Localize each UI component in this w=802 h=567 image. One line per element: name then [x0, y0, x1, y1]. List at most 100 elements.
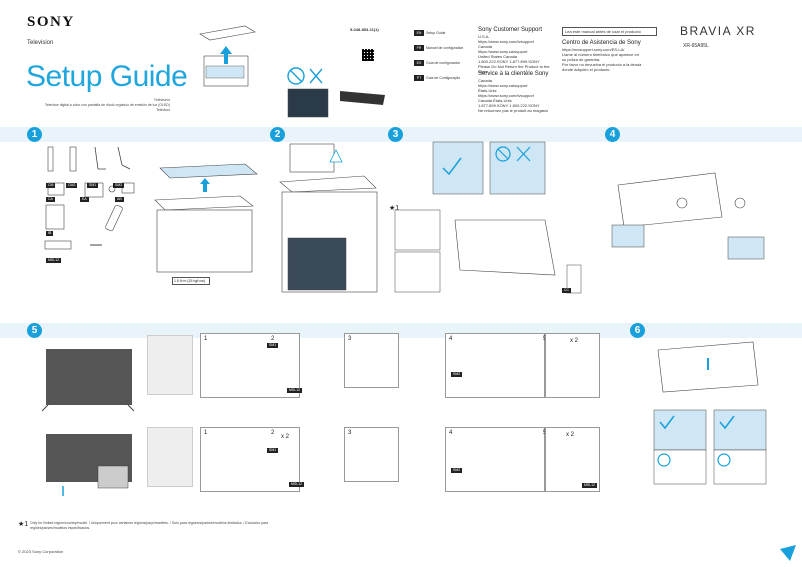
- support-line: Por favor no devuelva el producto a la t…: [562, 62, 642, 67]
- support-line: su póliza de garantía.: [562, 57, 601, 62]
- support-phone: 1.877.899.SONY 1.800.222.SONY: [478, 103, 540, 108]
- tv-stand-illustration-a: [41, 349, 135, 412]
- copyright: © 2023 Sony Corporation: [18, 549, 64, 554]
- support-url[interactable]: https://www.sony.com/tvsupport: [478, 93, 534, 98]
- brand-logo: SONY: [27, 14, 75, 30]
- language-code: EN: [414, 30, 424, 36]
- support-url[interactable]: https://www.sony.ca/support: [478, 83, 528, 88]
- part-label-sm2: SM2: [113, 183, 125, 188]
- footnote-marker: ★1: [18, 521, 29, 528]
- step3-lay-down-illustration: [394, 141, 582, 294]
- language-name: Guía de configuración: [426, 61, 461, 65]
- parts-illustration: [44, 146, 135, 250]
- support-line: donde adquirió el producto.: [562, 67, 611, 72]
- substep-label: 5: [543, 336, 546, 342]
- step1-box-illustration: [154, 163, 258, 273]
- substep-label: 4: [449, 336, 453, 342]
- part-label-cm: CM: [46, 183, 56, 188]
- step6-stand-up-illustration: [653, 341, 767, 485]
- model-number: XR-65A95L: [683, 43, 709, 49]
- support-line: Ne retournez pas le produit au magasin: [478, 108, 549, 113]
- step5-panel-a4: 4 5 SM2: [445, 333, 546, 398]
- subtitle-block: Téléviseur Televisor digital a color con…: [20, 98, 170, 113]
- steps-band-bottom: [0, 323, 802, 338]
- support-line: Llame al número telefónico que aparece e…: [562, 52, 639, 57]
- doc-number: 5-048-853-11(1): [350, 27, 379, 32]
- part-label-cc: CC: [562, 288, 572, 293]
- substep-label: 1: [204, 336, 208, 342]
- step5-panel-b4: 4 5 SM2: [445, 427, 546, 492]
- subtitle-es: Televisor digital a color con pantalla d…: [44, 103, 170, 107]
- part-label-sm2: SM2: [451, 372, 463, 377]
- support-url[interactable]: https://mxsupport.sony.com/ES-LA/: [562, 47, 625, 52]
- part-label-msl12: MSL12: [582, 483, 598, 488]
- step5-detail-a0: [147, 335, 193, 395]
- screw-count: x 2: [570, 338, 579, 344]
- support-url[interactable]: https://www.sony.com/tvsupport: [478, 39, 534, 44]
- support-line: Please Do Not Return the Product to the …: [478, 64, 550, 74]
- support-en: Sony Customer Support U.S.A. https://www…: [478, 27, 558, 74]
- substep-label: 5: [543, 430, 546, 436]
- step5-panel-b1: 1 2 x 2 SM1 MSL12: [200, 427, 305, 492]
- torque-spec: 1.5 N·m {15 kgf·cm}: [172, 277, 210, 285]
- step2-unbox-illustration: [279, 143, 378, 293]
- step-number-1: 1: [27, 127, 42, 142]
- footnote-text: Only for limited region/country/model. /…: [30, 521, 269, 530]
- substep-label: 4: [449, 430, 453, 436]
- support-line: U.S.A.: [478, 34, 490, 39]
- support-line: États-Unis: [478, 88, 497, 93]
- language-code: PT: [414, 75, 424, 81]
- step-number-5: 5: [27, 323, 42, 338]
- language-code: FR: [414, 45, 424, 51]
- substep-label: 3: [348, 430, 352, 436]
- substep-label: 2: [271, 336, 275, 342]
- box-lift-illustration: [199, 25, 256, 87]
- corner-mark-icon: [780, 545, 796, 561]
- footnote-marker: ★1: [389, 205, 400, 212]
- support-line: Canada: [478, 44, 493, 49]
- qr-code: [362, 49, 374, 61]
- screw-count: x 2: [566, 432, 575, 438]
- step5-panel-b3: 3: [344, 427, 399, 482]
- support-url[interactable]: https://www.sony.ca/support: [478, 49, 528, 54]
- language-name: Manuel de configuration: [426, 46, 464, 50]
- step5-panel-a1: 1 2 SM1 MSL12: [200, 333, 303, 398]
- support-line: Canada: [478, 78, 493, 83]
- substep-label: 1: [204, 430, 208, 436]
- part-label-ka: KA: [80, 197, 89, 202]
- support-phone: 1.800.222.SONY 1.877.899.SONY: [478, 59, 540, 64]
- substep-label: 2: [271, 430, 275, 436]
- product-type: Television: [27, 40, 54, 46]
- part-label-ab: AB: [115, 197, 124, 202]
- step5-panel-a3: 3: [344, 333, 399, 388]
- support-es: Lea este manual antes de usar el product…: [562, 27, 657, 72]
- support-line: Canada États-Unis: [478, 98, 512, 103]
- read-manual-notice: Lea este manual antes de usar el product…: [562, 27, 657, 36]
- step4-carry-illustration: [611, 172, 765, 260]
- step-number-6: 6: [630, 323, 645, 338]
- part-label-sm1: SM1: [267, 448, 279, 453]
- language-name: Setup Guide: [426, 31, 446, 35]
- part-label-msl12: MSL12: [46, 258, 62, 263]
- subtitle-fr: Téléviseur: [153, 98, 170, 102]
- support-es-heading: Centro de Asistencia de Sony: [562, 40, 641, 46]
- support-en-heading: Sony Customer Support: [478, 27, 543, 33]
- series-logo: BRAVIA XR: [680, 24, 756, 38]
- handling-warning-illustration: [287, 67, 385, 118]
- support-fr-heading: Service à la clientèle Sony: [478, 71, 549, 77]
- part-label-ca: CA: [46, 197, 55, 202]
- page-title: Setup Guide: [26, 60, 188, 93]
- part-label-msl12: MSL12: [287, 388, 303, 393]
- part-label-sm2: SM2: [451, 468, 463, 473]
- part-label-sm1: SM1: [267, 343, 279, 348]
- support-line: United States Canada: [478, 54, 518, 59]
- step-number-3: 3: [388, 127, 403, 142]
- step-number-4: 4: [605, 127, 620, 142]
- part-label-msl12: MSL12: [289, 482, 305, 487]
- tv-stand-illustration-b: [46, 434, 132, 496]
- part-label-cm2: CM2: [66, 183, 78, 188]
